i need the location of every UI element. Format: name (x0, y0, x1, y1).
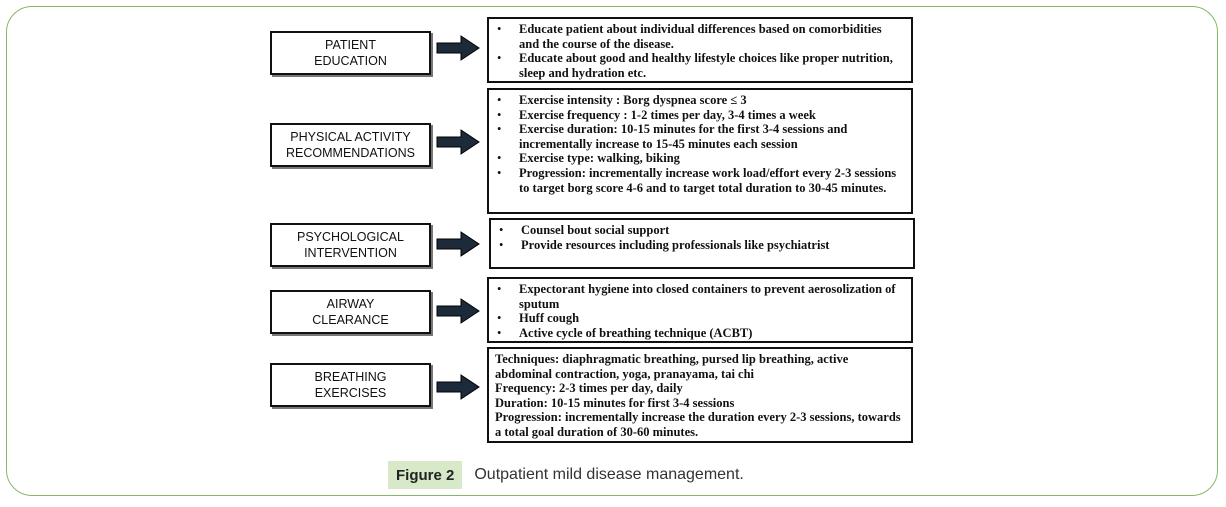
figure-frame (6, 6, 1218, 496)
detail-line: Techniques: diaphragmatic breathing, pur… (495, 352, 849, 381)
physical-activity-label: PHYSICAL ACTIVITY RECOMMENDATIONS (270, 123, 431, 167)
patient-education-label: PATIENT EDUCATION (270, 31, 431, 75)
list-item: Expectorant hygiene into closed containe… (495, 282, 903, 311)
list-item: Educate patient about individual differe… (495, 22, 903, 51)
list-item: Progression: incrementally increase work… (495, 166, 903, 195)
arrow-right-icon (436, 298, 480, 324)
list-item: Exercise type: walking, biking (495, 151, 903, 166)
airway-clearance-label: AIRWAY CLEARANCE (270, 290, 431, 334)
arrow-right-icon (436, 35, 480, 61)
list-item: Educate about good and healthy lifestyle… (495, 51, 903, 80)
list-item: Counsel bout social support (497, 223, 905, 238)
list-item: Active cycle of breathing technique (ACB… (495, 326, 903, 341)
list-item: Provide resources including professional… (497, 238, 905, 253)
detail-line: Frequency: 2-3 times per day, daily (495, 381, 683, 396)
psychological-intervention-details: Counsel bout social support Provide reso… (489, 218, 915, 269)
arrow-right-icon (436, 129, 480, 155)
arrow-right-icon (436, 231, 480, 257)
list-item: Huff cough (495, 311, 903, 326)
figure-caption: Figure 2 Outpatient mild disease managem… (388, 461, 744, 489)
patient-education-details: Educate patient about individual differe… (487, 17, 913, 83)
psychological-intervention-label: PSYCHOLOGICAL INTERVENTION (270, 223, 431, 267)
caption-text: Outpatient mild disease management. (474, 466, 744, 483)
detail-line: Progression: incrementally increase the … (495, 410, 901, 439)
list-item: Exercise frequency : 1-2 times per day, … (495, 108, 903, 123)
list-item: Exercise intensity : Borg dyspnea score … (495, 93, 903, 108)
figure-number: Figure 2 (388, 461, 463, 489)
arrow-right-icon (436, 374, 480, 400)
list-item: Exercise duration: 10-15 minutes for the… (495, 122, 903, 151)
physical-activity-details: Exercise intensity : Borg dyspnea score … (487, 88, 913, 214)
airway-clearance-details: Expectorant hygiene into closed containe… (487, 277, 913, 343)
detail-line: Duration: 10-15 minutes for first 3-4 se… (495, 395, 735, 410)
breathing-exercises-details: Techniques: diaphragmatic breathing, pur… (487, 347, 913, 443)
breathing-exercises-label: BREATHING EXERCISES (270, 363, 431, 407)
